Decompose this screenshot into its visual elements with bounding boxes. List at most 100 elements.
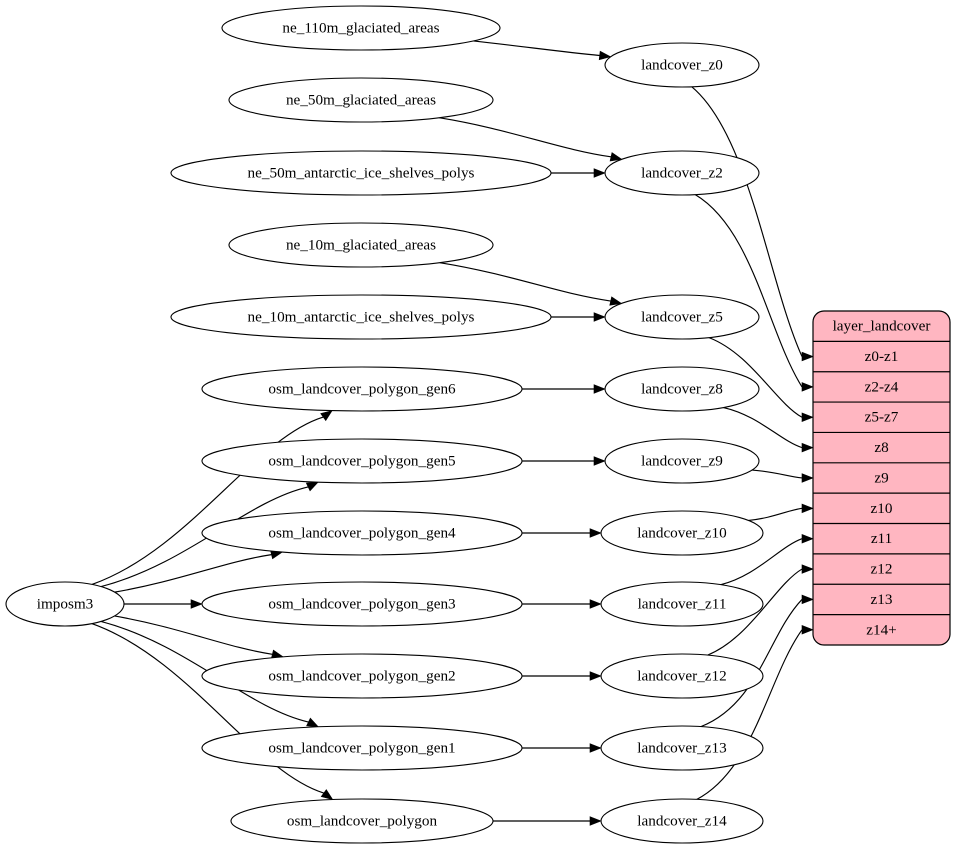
node-landcover_z5[interactable]: landcover_z5 — [604, 294, 760, 340]
table-row-z0-z1[interactable]: z0-z1 — [865, 348, 899, 365]
table-row-z8[interactable]: z8 — [874, 439, 889, 456]
node-osm_landcover_polygon_gen6[interactable]: osm_landcover_polygon_gen6 — [201, 366, 523, 412]
arrowhead-landcover_z9 — [593, 456, 606, 466]
arrowhead-row-z8 — [801, 442, 814, 453]
node-ne_50m_antarctic_ice_shelves_polys[interactable]: ne_50m_antarctic_ice_shelves_polys — [170, 150, 552, 196]
table-row-z2-z4[interactable]: z2-z4 — [865, 378, 899, 395]
node-label-osm_landcover_polygon_gen3: osm_landcover_polygon_gen3 — [268, 595, 455, 612]
node-landcover_z9[interactable]: landcover_z9 — [604, 438, 760, 484]
node-ellipse-landcover_z14 — [600, 798, 764, 844]
edge-imposm3-to-osm_landcover_polygon_gen2 — [114, 615, 273, 655]
edge-landcover_z13-to-row-z13 — [700, 599, 803, 728]
node-landcover_z14[interactable]: landcover_z14 — [600, 798, 764, 844]
node-osm_landcover_polygon[interactable]: osm_landcover_polygon — [230, 798, 494, 844]
arrowhead-row-z14+ — [801, 625, 814, 635]
node-ellipse-imposm3 — [5, 581, 125, 627]
arrowhead-row-z10 — [801, 503, 814, 514]
node-ellipse-landcover_z12 — [600, 653, 764, 699]
node-label-ne_50m_antarctic_ice_shelves_polys: ne_50m_antarctic_ice_shelves_polys — [248, 164, 475, 181]
edge-imposm3-to-osm_landcover_polygon_gen4 — [114, 554, 272, 593]
node-ellipse-osm_landcover_polygon_gen1 — [201, 725, 523, 771]
node-ellipse-osm_landcover_polygon_gen3 — [201, 581, 523, 627]
node-label-osm_landcover_polygon_gen1: osm_landcover_polygon_gen1 — [268, 739, 455, 756]
arrowhead-row-z0-z1 — [801, 351, 814, 362]
edge-landcover_z12-to-row-z12 — [707, 568, 803, 656]
node-ellipse-osm_landcover_polygon_gen2 — [201, 653, 523, 699]
edge-ne_10m_glaciated_areas-to-landcover_z5 — [439, 262, 611, 302]
layer-landcover-table-group: layer_landcoverz0-z1z2-z4z5-z7z8z9z10z11… — [812, 310, 951, 646]
arrowhead-landcover_z11 — [589, 599, 602, 609]
node-label-landcover_z12: landcover_z12 — [637, 667, 726, 684]
arrowhead-landcover_z2 — [609, 152, 623, 162]
edges-layer — [91, 40, 814, 826]
node-osm_landcover_polygon_gen4[interactable]: osm_landcover_polygon_gen4 — [201, 510, 523, 556]
table-row-z9[interactable]: z9 — [874, 469, 888, 486]
node-label-landcover_z0: landcover_z0 — [641, 56, 723, 73]
node-ne_10m_antarctic_ice_shelves_polys[interactable]: ne_10m_antarctic_ice_shelves_polys — [170, 294, 552, 340]
node-label-osm_landcover_polygon: osm_landcover_polygon — [287, 812, 438, 829]
node-ellipse-ne_50m_glaciated_areas — [228, 77, 494, 123]
table-row-z13[interactable]: z13 — [871, 591, 893, 608]
node-label-ne_110m_glaciated_areas: ne_110m_glaciated_areas — [282, 19, 439, 36]
node-label-landcover_z9: landcover_z9 — [641, 452, 723, 469]
node-label-osm_landcover_polygon_gen2: osm_landcover_polygon_gen2 — [268, 667, 455, 684]
node-landcover_z2[interactable]: landcover_z2 — [604, 150, 760, 196]
node-label-osm_landcover_polygon_gen6: osm_landcover_polygon_gen6 — [268, 380, 456, 397]
node-osm_landcover_polygon_gen5[interactable]: osm_landcover_polygon_gen5 — [201, 438, 523, 484]
node-osm_landcover_polygon_gen3[interactable]: osm_landcover_polygon_gen3 — [201, 581, 523, 627]
node-landcover_z13[interactable]: landcover_z13 — [600, 725, 764, 771]
node-ellipse-ne_110m_glaciated_areas — [221, 5, 501, 51]
node-landcover_z0[interactable]: landcover_z0 — [604, 42, 760, 88]
edge-landcover_z9-to-row-z9 — [752, 469, 803, 479]
edge-landcover_z11-to-row-z11 — [720, 538, 803, 586]
node-label-landcover_z8: landcover_z8 — [641, 380, 723, 397]
table-row-z12[interactable]: z12 — [871, 561, 893, 578]
arrowhead-landcover_z2 — [593, 168, 606, 178]
edge-imposm3-to-osm_landcover_polygon_gen6 — [91, 416, 324, 585]
arrowhead-landcover_z8 — [593, 384, 606, 394]
node-imposm3[interactable]: imposm3 — [5, 581, 125, 627]
arrowhead-row-z11 — [801, 533, 814, 544]
node-label-landcover_z2: landcover_z2 — [641, 164, 723, 181]
edge-landcover_z14-to-row-z14+ — [696, 629, 803, 800]
node-landcover_z10[interactable]: landcover_z10 — [600, 510, 764, 556]
node-osm_landcover_polygon_gen2[interactable]: osm_landcover_polygon_gen2 — [201, 653, 523, 699]
node-ellipse-ne_10m_glaciated_areas — [228, 222, 494, 268]
node-ellipse-osm_landcover_polygon_gen4 — [201, 510, 523, 556]
node-landcover_z8[interactable]: landcover_z8 — [604, 366, 760, 412]
node-label-osm_landcover_polygon_gen4: osm_landcover_polygon_gen4 — [268, 524, 456, 541]
arrowhead-row-z9 — [801, 473, 814, 483]
arrowhead-osm_landcover_polygon_gen6 — [320, 410, 333, 422]
node-ellipse-ne_50m_antarctic_ice_shelves_polys — [170, 150, 552, 196]
arrowhead-row-z5-z7 — [801, 412, 814, 422]
node-label-landcover_z5: landcover_z5 — [641, 308, 723, 325]
node-ellipse-landcover_z11 — [600, 581, 764, 627]
node-osm_landcover_polygon_gen1[interactable]: osm_landcover_polygon_gen1 — [201, 725, 523, 771]
table-row-z11[interactable]: z11 — [871, 530, 892, 547]
node-label-ne_50m_glaciated_areas: ne_50m_glaciated_areas — [286, 91, 436, 108]
node-landcover_z12[interactable]: landcover_z12 — [600, 653, 764, 699]
arrowhead-osm_landcover_polygon_gen1 — [306, 717, 320, 728]
node-ellipse-landcover_z8 — [604, 366, 760, 412]
node-ellipse-landcover_z13 — [600, 725, 764, 771]
node-ne_110m_glaciated_areas[interactable]: ne_110m_glaciated_areas — [221, 5, 501, 51]
edge-ne_110m_glaciated_areas-to-landcover_z0 — [473, 40, 600, 57]
node-ellipse-osm_landcover_polygon — [230, 798, 494, 844]
table-row-z10[interactable]: z10 — [871, 500, 893, 517]
arrowhead-osm_landcover_polygon_gen5 — [305, 481, 319, 492]
node-label-ne_10m_antarctic_ice_shelves_polys: ne_10m_antarctic_ice_shelves_polys — [248, 308, 475, 325]
node-landcover_z11[interactable]: landcover_z11 — [600, 581, 764, 627]
node-ne_50m_glaciated_areas[interactable]: ne_50m_glaciated_areas — [228, 77, 494, 123]
arrowhead-row-z13 — [801, 594, 814, 605]
node-ellipse-landcover_z10 — [600, 510, 764, 556]
arrowhead-landcover_z12 — [589, 671, 602, 681]
node-label-osm_landcover_polygon_gen5: osm_landcover_polygon_gen5 — [268, 452, 455, 469]
node-label-imposm3: imposm3 — [37, 595, 94, 612]
table-row-z14+[interactable]: z14+ — [866, 621, 897, 638]
arrowhead-osm_landcover_polygon — [320, 789, 334, 801]
node-ellipse-landcover_z0 — [604, 42, 760, 88]
edge-landcover_z10-to-row-z10 — [748, 507, 803, 522]
node-ne_10m_glaciated_areas[interactable]: ne_10m_glaciated_areas — [228, 222, 494, 268]
table-row-z5-z7[interactable]: z5-z7 — [865, 409, 899, 426]
